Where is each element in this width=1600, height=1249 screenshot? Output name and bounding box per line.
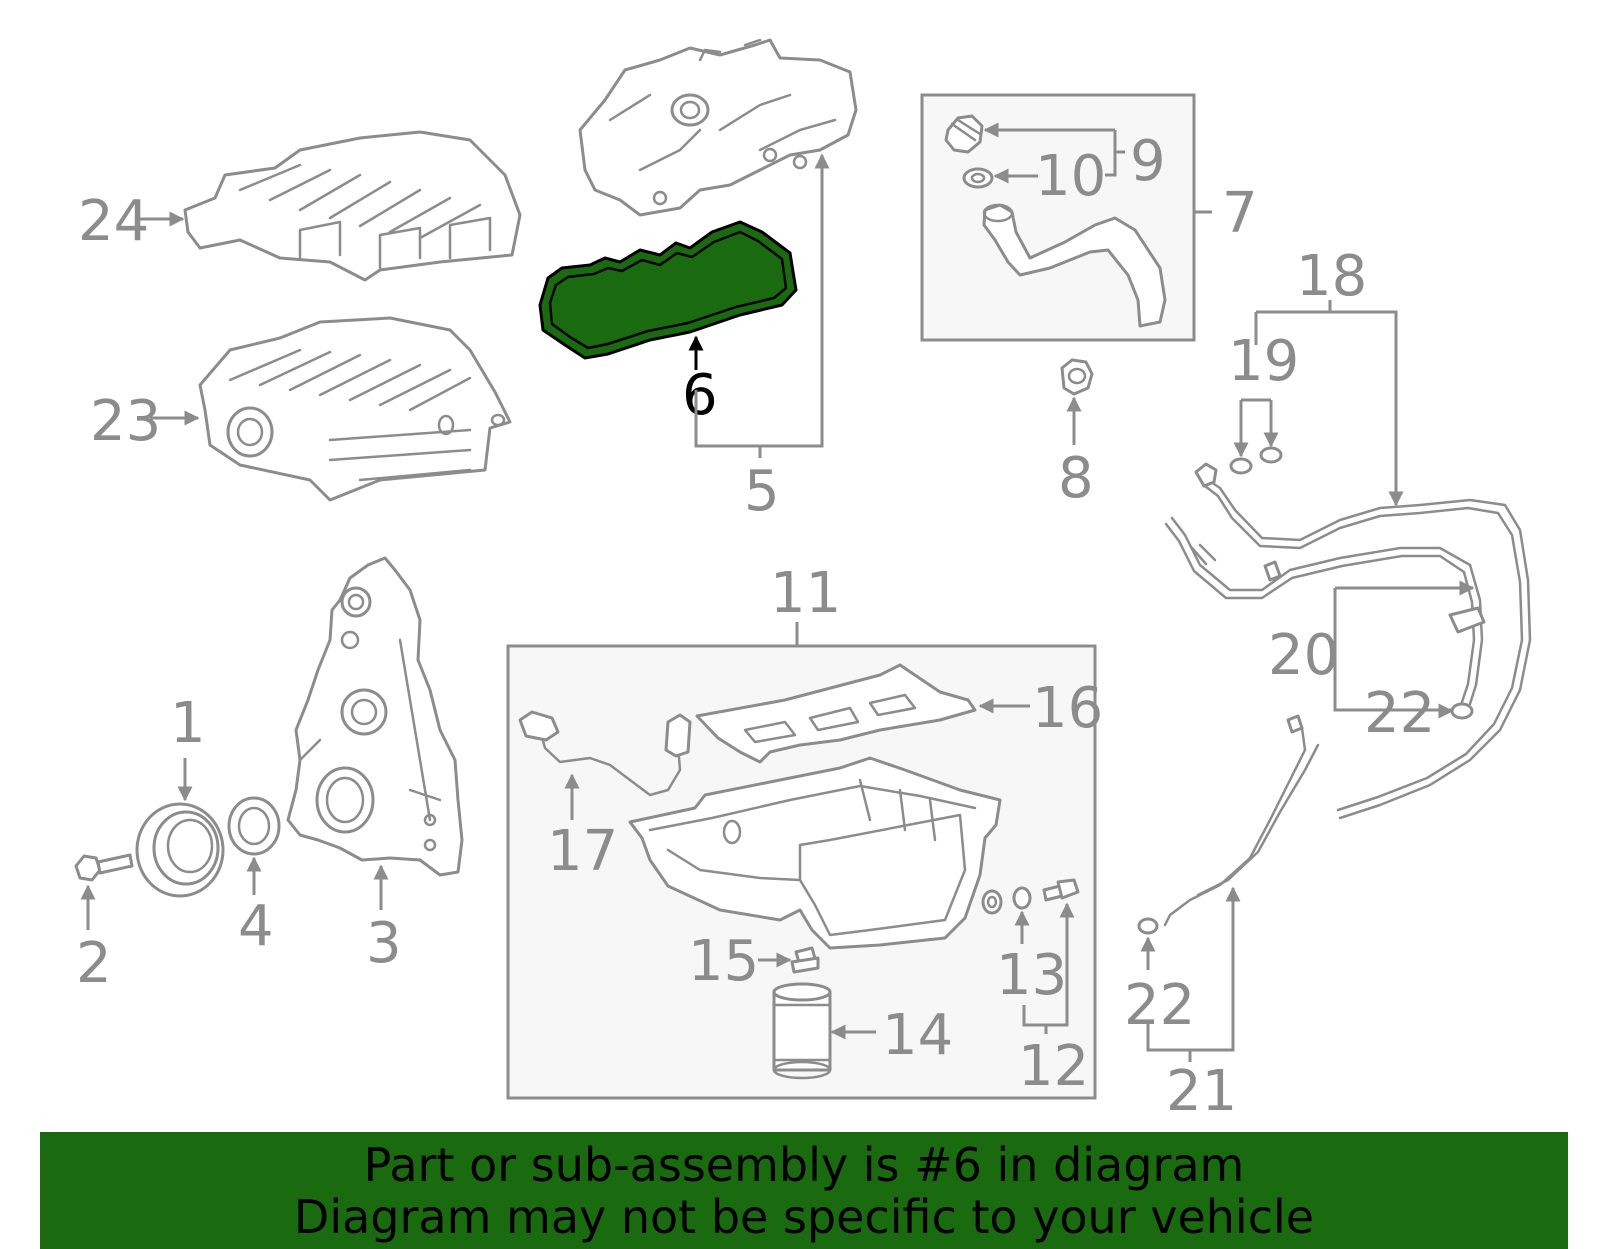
callout-18: 18	[1296, 244, 1367, 309]
callout-16: 16	[1032, 676, 1103, 741]
part-18-dipstick-tube	[1194, 462, 1532, 820]
callout-12: 12	[1018, 1034, 1089, 1099]
part-13-washers	[981, 886, 1032, 915]
callout-22-upper: 22	[1364, 681, 1435, 746]
info-banner: Part or sub-assembly is #6 in diagram Di…	[40, 1132, 1568, 1249]
callout-4: 4	[238, 894, 274, 959]
leader-18	[1256, 310, 1398, 500]
part-12-bolt	[1042, 878, 1080, 902]
part-17-oil-level-sensor	[518, 710, 692, 797]
callout-10: 10	[1035, 144, 1106, 209]
part-21-dipstick	[1163, 714, 1320, 927]
part-15-drain-plug	[790, 946, 820, 974]
part-11-oil-pan	[628, 756, 1002, 950]
part-8-grommet	[1060, 358, 1094, 396]
part-22-seal-upper	[1450, 702, 1474, 720]
callout-5: 5	[744, 459, 780, 524]
part-10-cap-seal	[962, 167, 994, 189]
callout-6: 6	[682, 363, 718, 428]
part-16-windage-tray	[695, 663, 977, 764]
callout-13: 13	[996, 943, 1067, 1008]
callout-3: 3	[366, 911, 402, 976]
callout-23: 23	[90, 389, 161, 454]
part-24-intake-cover	[183, 130, 522, 282]
callout-14: 14	[882, 1003, 953, 1068]
callout-8: 8	[1058, 446, 1094, 511]
callout-11: 11	[770, 561, 841, 626]
callout-1: 1	[170, 691, 206, 756]
callout-2: 2	[76, 931, 112, 996]
callout-21: 21	[1166, 1059, 1237, 1124]
part-20-tube-assembly	[1164, 516, 1486, 712]
part-6-valve-cover-gasket	[538, 220, 798, 360]
callout-9: 9	[1130, 129, 1166, 194]
banner-line-2: Diagram may not be specific to your vehi…	[293, 1189, 1315, 1244]
part-9-oil-filler-cap	[944, 114, 984, 154]
callout-22-lower: 22	[1124, 973, 1195, 1038]
part-5-valve-cover	[578, 38, 858, 217]
part-14-oil-filter	[772, 982, 832, 1080]
callout-15: 15	[688, 929, 759, 994]
callout-19: 19	[1228, 329, 1299, 394]
part-4-front-seal	[227, 796, 281, 856]
callout-7: 7	[1222, 181, 1258, 246]
banner-line-1: Part or sub-assembly is #6 in diagram	[363, 1137, 1245, 1192]
leader-20	[1333, 588, 1455, 712]
callout-17: 17	[547, 819, 618, 884]
part-23-intake-manifold	[198, 316, 512, 502]
callout-24: 24	[78, 189, 149, 254]
part-2-bolt	[74, 853, 134, 882]
part-1-harmonic-balancer	[135, 802, 225, 898]
leader-9-bracket	[1105, 130, 1125, 177]
part-22-seal-lower	[1137, 917, 1159, 935]
callout-20: 20	[1268, 623, 1339, 688]
part-3-timing-cover	[286, 556, 464, 877]
part-19-seals	[1229, 446, 1283, 475]
part-7-oil-filler-tube	[982, 203, 1167, 328]
